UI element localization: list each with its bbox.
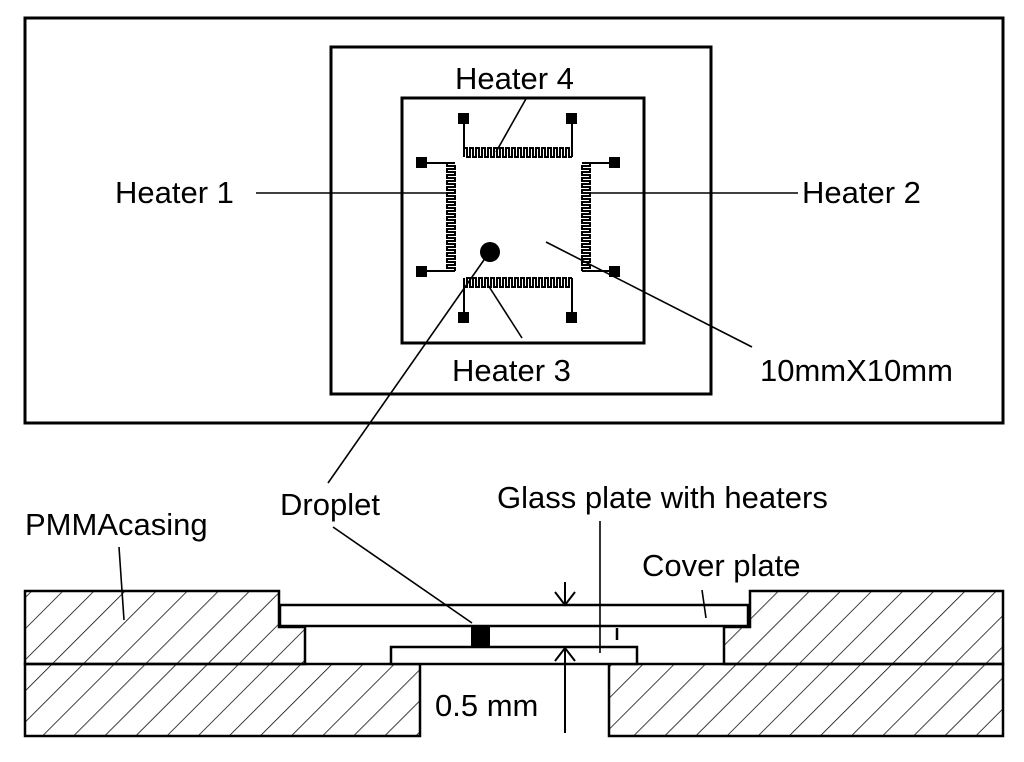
dimension-leader bbox=[545, 241, 753, 348]
heater-2-label: Heater 2 bbox=[802, 175, 921, 210]
heater-4-pad-left bbox=[458, 113, 469, 124]
cross-section: Droplet Glass plate with heaters PMMAcas… bbox=[23, 480, 1005, 738]
casing-upper-left bbox=[23, 589, 307, 666]
heater-4-pad-right bbox=[566, 113, 577, 124]
heater-1-label: Heater 1 bbox=[115, 175, 234, 210]
droplet-cross-section bbox=[471, 627, 490, 647]
heater-3 bbox=[458, 277, 577, 323]
heater-1-pad-top bbox=[416, 157, 427, 168]
glass-plate bbox=[389, 645, 639, 666]
heater-2 bbox=[581, 157, 620, 277]
heater-3-pad-right bbox=[566, 312, 577, 323]
casing-lower-right bbox=[607, 662, 1005, 738]
droplet-label: Droplet bbox=[280, 487, 380, 522]
gap-label: 0.5 mm bbox=[435, 688, 538, 723]
cover-plate-leader bbox=[701, 589, 707, 619]
cover-plate bbox=[278, 603, 750, 628]
heater-4-label: Heater 4 bbox=[455, 61, 574, 96]
glass-chip bbox=[400, 96, 646, 345]
top-view: Heater 4 Heater 1 Heater 2 Heater 3 10mm… bbox=[23, 16, 1005, 425]
casing-label: PMMAcasing bbox=[25, 507, 208, 542]
casing-lower-left bbox=[23, 662, 422, 738]
heater-4-leader bbox=[495, 96, 528, 153]
droplet-cs-leader bbox=[332, 526, 473, 624]
cover-plate-label: Cover plate bbox=[642, 548, 801, 583]
heater-4 bbox=[458, 113, 577, 158]
droplet-leader bbox=[327, 256, 487, 484]
heater-1-pad-bottom bbox=[416, 266, 427, 277]
heater-2-pad-top bbox=[609, 157, 620, 168]
heater-3-label: Heater 3 bbox=[452, 353, 571, 388]
heater-3-pad-left bbox=[458, 312, 469, 323]
heater-1 bbox=[416, 157, 456, 277]
casing-window bbox=[329, 45, 713, 396]
outer-frame bbox=[23, 16, 1005, 425]
glass-plate-label: Glass plate with heaters bbox=[497, 480, 828, 515]
dimension-label: 10mmX10mm bbox=[760, 353, 953, 388]
casing-leader bbox=[118, 546, 125, 621]
casing-upper-right bbox=[722, 589, 1005, 666]
droplet-top-view bbox=[480, 242, 500, 262]
heater-2-pad-bottom bbox=[609, 266, 620, 277]
heater-3-leader bbox=[487, 284, 523, 339]
